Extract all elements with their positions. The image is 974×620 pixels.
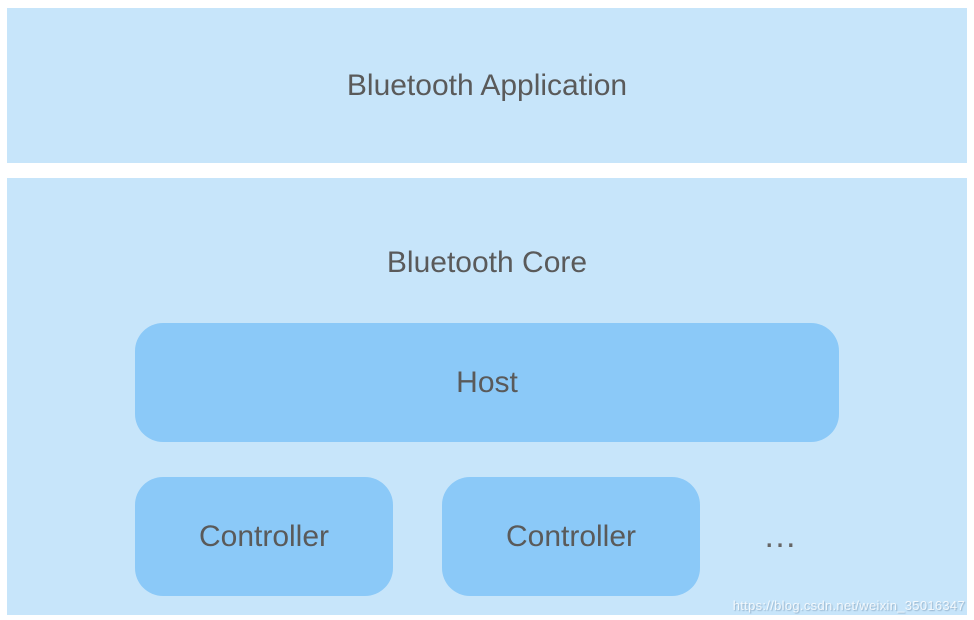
controller-box-1: Controller <box>135 477 393 596</box>
bluetooth-core-box: Bluetooth Core Host Controller Controlle… <box>7 178 967 615</box>
host-label: Host <box>456 365 518 399</box>
host-box: Host <box>135 323 839 442</box>
controller-2-label: Controller <box>505 519 637 553</box>
watermark-text: https://blog.csdn.net/weixin_35016347 <box>732 598 965 613</box>
controller-box-2: Controller <box>442 477 700 596</box>
controller-1-label: Controller <box>198 519 330 553</box>
bluetooth-application-box: Bluetooth Application <box>7 8 967 163</box>
more-controllers-ellipsis: … <box>763 517 801 555</box>
bluetooth-core-label: Bluetooth Core <box>386 246 588 279</box>
bluetooth-application-label: Bluetooth Application <box>346 68 628 102</box>
